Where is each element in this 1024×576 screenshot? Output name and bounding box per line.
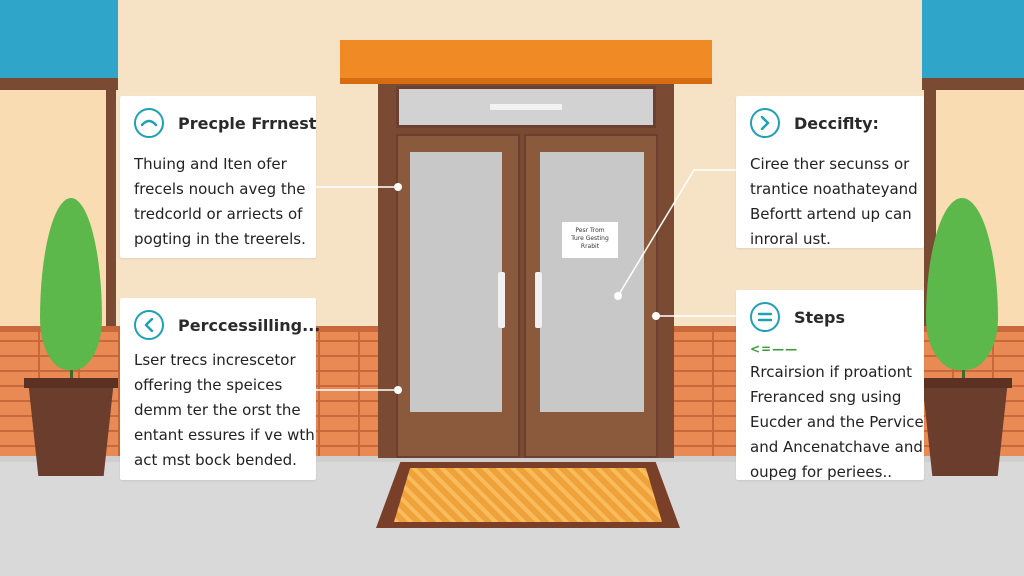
- callout-card-top-left: Precple Frrnest Thuing and Iten ofer fre…: [120, 96, 316, 258]
- callout-header: Perccessilling...: [134, 310, 320, 340]
- callout-arrow: <=——: [750, 342, 799, 356]
- callout-title: Steps: [794, 307, 845, 327]
- half-moon-icon: [134, 108, 164, 138]
- callout-line: Ciree ther secunss or: [750, 155, 910, 173]
- callout-header: Steps: [750, 302, 845, 332]
- door-sign: Pesr Trom Ture Gesting Rrabit: [562, 222, 618, 258]
- callout-line: Befortt artend up can: [750, 205, 912, 223]
- connector-dot: [652, 312, 660, 320]
- left-building-trim: [0, 78, 118, 90]
- awning: [340, 40, 712, 84]
- callout-header: Precple Frrnest: [134, 108, 316, 138]
- callout-line: frecels nouch aveg the: [134, 180, 306, 198]
- callout-line: demm ter the orst the: [134, 401, 301, 419]
- left-plant-pot: [28, 380, 114, 476]
- callout-body: Rrcairsion if proationt Freranced sng us…: [750, 360, 924, 485]
- chevron-right-icon: [750, 108, 780, 138]
- callout-line: Freranced sng using: [750, 388, 902, 406]
- connector-dot: [614, 292, 622, 300]
- callout-title: Perccessilling...: [178, 315, 321, 335]
- callout-body: Thuing and Iten ofer frecels nouch aveg …: [134, 152, 306, 252]
- callout-line: Thuing and Iten ofer: [134, 155, 287, 173]
- door-left-handle[interactable]: [498, 272, 505, 328]
- callout-line: Rrcairsion if proationt: [750, 363, 913, 381]
- ground-edge: [0, 456, 1024, 462]
- callout-card-bottom-right: Steps <=—— Rrcairsion if proationt Frera…: [736, 290, 924, 481]
- callout-line: inroral ust.: [750, 230, 831, 248]
- right-plant-pot-rim: [918, 378, 1012, 388]
- callout-card-bottom-left: Perccessilling... Lser trecs increscetor…: [120, 298, 320, 480]
- callout-line: and Ancenatchave and: [750, 438, 923, 456]
- sky-right: [922, 0, 1024, 78]
- callout-line: oupeg for periees..: [750, 463, 893, 481]
- callout-body: Lser trecs increscetor offering the spei…: [134, 348, 315, 473]
- transom-bar: [490, 104, 562, 110]
- equals-icon: [750, 302, 780, 332]
- callout-card-top-right: Decciflty: Ciree ther secunss or trantic…: [736, 96, 924, 248]
- connector-dot: [394, 386, 402, 394]
- callout-title: Decciflty:: [794, 113, 879, 133]
- connector-dot: [394, 183, 402, 191]
- callout-line: Lser trecs increscetor: [134, 351, 296, 369]
- connector-line: [617, 169, 736, 297]
- callout-header: Decciflty:: [750, 108, 879, 138]
- door-sign-line: Pesr Trom: [575, 227, 605, 234]
- callout-line: entant essures if ve wth: [134, 426, 315, 444]
- sky-left: [0, 0, 118, 78]
- callout-line: act mst bock bended.: [134, 451, 297, 469]
- doormat: [394, 468, 662, 522]
- door-left-glass: [410, 152, 502, 412]
- left-plant-pot-rim: [24, 378, 118, 388]
- chevron-left-icon: [134, 310, 164, 340]
- callout-title: Precple Frrnest: [178, 113, 317, 133]
- callout-body: Ciree ther secunss or trantice noathatey…: [750, 152, 918, 252]
- callout-line: Eucder and the Pervice: [750, 413, 924, 431]
- callout-line: pogting in the treerels.: [134, 230, 306, 248]
- door-sign-line: Rrabit: [580, 243, 600, 250]
- callout-line: offering the speices: [134, 376, 283, 394]
- door-right-handle[interactable]: [535, 272, 542, 328]
- right-building-trim: [922, 78, 1024, 90]
- door-sign-line: Ture Gesting: [571, 235, 609, 242]
- callout-line: trantice noathateyand: [750, 180, 918, 198]
- right-plant-pot: [922, 380, 1008, 476]
- callout-line: tredcorld or arriects of: [134, 205, 303, 223]
